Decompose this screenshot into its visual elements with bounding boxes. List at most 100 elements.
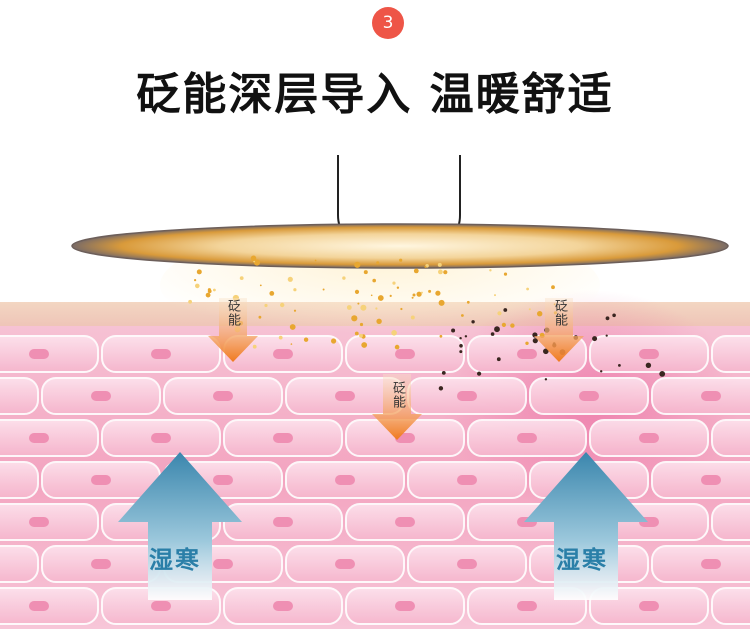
energy-arrow-right [534,298,584,362]
energy-arrow-left [208,298,258,362]
energy-particle [290,343,293,345]
damp-cold-arrow-left [118,452,242,600]
energy-particle [376,318,382,324]
energy-particle [416,291,422,297]
energy-particle [351,315,358,322]
energy-particle [205,292,211,298]
energy-particle [420,291,423,294]
impurity-particle [659,371,666,377]
energy-particle [269,291,275,296]
impurity-particle [464,335,468,338]
energy-particle [252,344,257,349]
energy-particle [259,284,262,287]
energy-particle [501,322,506,327]
energy-particle [551,285,555,290]
cell-nucleus [639,601,659,611]
cell-nucleus [395,601,415,611]
energy-particle [250,255,257,262]
page-title: 砭能深层导入 温暖舒适 [136,69,614,120]
cell-nucleus [639,433,659,443]
impurity-particle [494,326,500,333]
cell-nucleus [273,517,293,527]
energy-particle [363,270,368,275]
energy-label-middle: 砭能 [390,381,405,409]
cell-nucleus [335,391,355,401]
impurity-particle [441,371,446,375]
damp-cold-arrow-right [524,452,648,600]
energy-particle [196,269,202,275]
energy-particle [494,294,496,297]
impurity-particle [459,350,463,354]
energy-particle [280,302,285,308]
skin-cell [0,545,39,583]
energy-particle [354,261,361,268]
energy-particle [314,259,317,262]
energy-particle [239,276,244,280]
energy-particle [342,276,346,280]
impurity-particle [544,378,548,381]
energy-particle [377,295,384,301]
energy-particle [439,334,443,338]
energy-particle [461,314,464,317]
energy-particle [537,311,543,317]
cell-nucleus [457,559,477,569]
energy-particle [253,259,261,266]
cell-nucleus [213,559,233,569]
energy-particle [410,315,415,320]
energy-particle [375,307,378,310]
energy-particle [293,288,297,292]
impurity-particle [459,337,462,340]
cell-nucleus [701,559,721,569]
cell-nucleus [273,433,293,443]
skin-cell [0,377,39,415]
skin-cell [711,587,750,625]
energy-particle [424,265,427,268]
cell-nucleus [273,349,293,359]
impurity-particle [438,386,444,391]
impurity-particle [605,316,610,321]
energy-particle [435,290,441,296]
impurity-particle [503,308,508,312]
cell-nucleus [639,349,659,359]
impurity-particle [618,364,621,367]
skin-cell [711,419,750,457]
energy-particle [293,309,297,312]
cell-nucleus [395,517,415,527]
energy-particle [370,294,373,297]
skin-cell [0,461,39,499]
energy-particle [399,258,403,262]
energy-particle [389,294,392,297]
energy-particle [346,305,352,310]
energy-particle [357,302,360,305]
energy-particle [213,288,216,292]
cell-nucleus [457,391,477,401]
energy-particle [354,289,360,294]
energy-particle [331,338,337,344]
impurity-particle [471,320,475,324]
energy-particle [376,261,380,265]
energy-label-right: 砭能 [552,299,567,327]
energy-particle [503,272,508,276]
cell-nucleus [517,433,537,443]
impurity-particle [600,370,603,373]
energy-particle [359,322,364,327]
cell-nucleus [517,601,537,611]
cell-nucleus [701,391,721,401]
impurity-particle [612,313,616,318]
energy-particle [526,287,529,291]
energy-particle [437,262,442,267]
energy-particle [322,288,325,291]
energy-particle [411,296,414,299]
energy-particle [360,304,367,311]
cell-nucleus [335,559,355,569]
impurity-particle [543,348,549,355]
energy-particle [195,283,200,289]
cell-nucleus [151,433,171,443]
energy-particle [412,293,416,297]
energy-particle [528,308,531,311]
energy-particle [466,300,470,304]
cell-nucleus [151,349,171,359]
skin-cell [711,335,750,373]
energy-particle [510,323,515,328]
